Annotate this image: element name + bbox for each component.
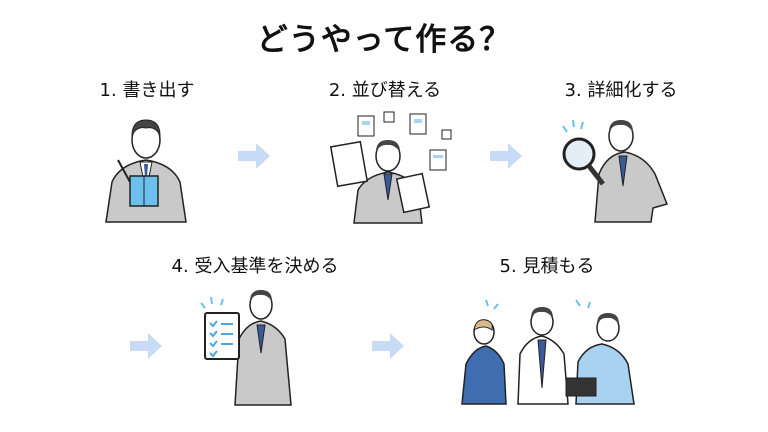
arrow-right-icon [130,333,162,359]
team-discussing-icon [461,299,635,405]
page-title: どうやって作る？ [256,22,512,58]
arrow-right-icon [238,143,270,169]
arrow-right-icon [372,333,404,359]
step-3-label: 3. 詳細化する [564,80,678,101]
step-2-label: 2. 並び替える [328,80,442,101]
man-writing-notebook-icon [105,119,187,223]
step-4-label: 4. 受入基準を決める [171,256,339,277]
step-5-label: 5. 見積もる [499,256,595,277]
man-with-checklist-icon [200,290,292,406]
man-arranging-cards-icon [330,111,452,224]
man-with-magnifier-icon [562,119,669,223]
arrow-right-icon [490,143,522,169]
step-1-label: 1. 書き出す [99,80,195,101]
